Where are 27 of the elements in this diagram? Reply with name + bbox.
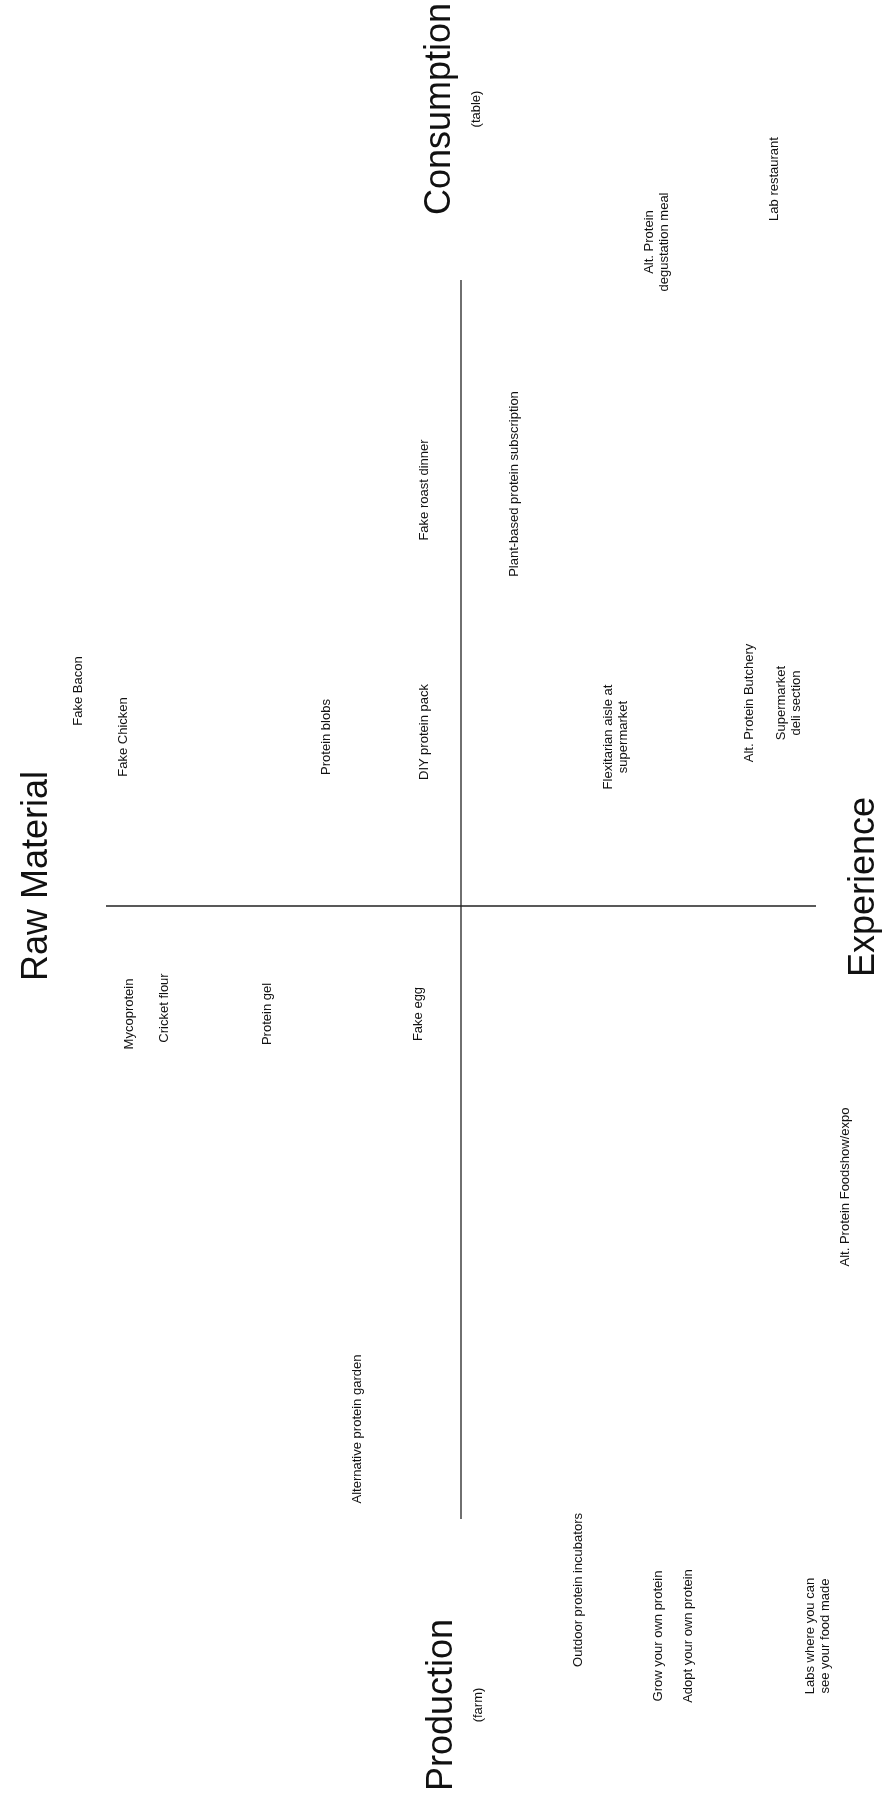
axis-title: Experience — [841, 796, 883, 978]
item-label: Outdoor protein incubators — [570, 1513, 586, 1667]
item-label: Grow your own protein — [650, 1570, 666, 1702]
item-label: Lab restaurant — [766, 137, 782, 221]
item-label: Fake Bacon — [70, 656, 86, 726]
axis-subtitle: (farm) — [470, 1687, 486, 1723]
item-label: Mycoprotein — [121, 978, 137, 1050]
item-label: Fake egg — [410, 986, 426, 1042]
item-label: Alt. Protein degustation meal — [642, 192, 672, 292]
item-label: Adopt your own protein — [680, 1569, 696, 1703]
axis-title: Consumption — [417, 2, 459, 216]
item-label: Fake Chicken — [115, 697, 131, 777]
item-label: Plant-based protein subscription — [506, 391, 522, 577]
item-label: Labs where you can see your food made — [803, 1576, 833, 1697]
item-label: DIY protein pack — [416, 684, 432, 780]
axis-subtitle: (table) — [468, 90, 484, 128]
item-label: Flexitarian aisle at supermarket — [601, 683, 631, 792]
item-label: Protein blobs — [318, 699, 334, 775]
item-label: Alternative protein garden — [349, 1354, 365, 1504]
item-label: Cricket flour — [156, 973, 172, 1043]
item-label: Alt. Protein Butchery — [741, 643, 757, 763]
axis-title: Raw Material — [14, 770, 56, 982]
item-label: Supermarket deli section — [774, 664, 804, 743]
item-label: Fake roast dinner — [416, 439, 432, 541]
item-label: Protein gel — [259, 982, 275, 1046]
axis-title: Production — [419, 1618, 461, 1792]
item-label: Alt. Protein Foodshow/expo — [837, 1107, 853, 1267]
